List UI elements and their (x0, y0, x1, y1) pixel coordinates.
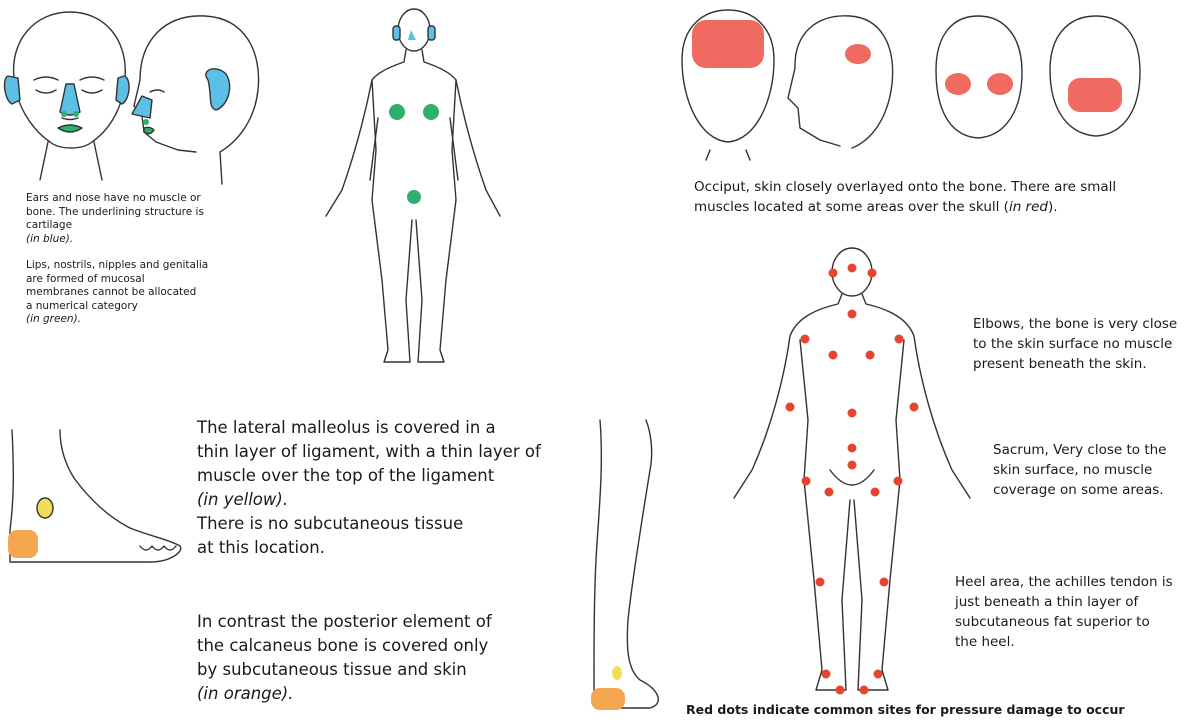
lateral-malleolus-yellow (37, 498, 53, 518)
occiput-back-red-right (987, 73, 1013, 95)
malleolus-line-3: muscle over the top of the ligament (197, 464, 541, 488)
occiput-side-red-area (845, 44, 871, 64)
calcaneus-orange-heel (591, 688, 625, 710)
front-lips (58, 125, 82, 132)
front-body-figure (326, 9, 500, 362)
nipple-left (389, 104, 405, 120)
occiput-head-back (1050, 16, 1140, 136)
ears-nose-line-3: cartilage (26, 219, 231, 233)
sacrum-note: Sacrum, Very close to the skin surface, … (993, 440, 1167, 500)
nipple-right (423, 104, 439, 120)
occiput-line-1: Occiput, skin closely overlayed onto the… (694, 177, 1116, 197)
heel-line-2: just beneath a thin layer of (955, 592, 1173, 612)
side-lips (144, 127, 154, 133)
front-body-ear-left (393, 26, 400, 40)
heel-line-4: the heel. (955, 632, 1173, 652)
mucosal-line-2: are formed of mucosal (26, 273, 231, 287)
heel-line-1: Heel area, the achilles tendon is (955, 572, 1173, 592)
side-ear-cartilage (206, 69, 230, 110)
achilles-yellow (612, 666, 622, 680)
mucosal-line-4: a numerical category (26, 300, 231, 314)
calcaneus-line-3: by subcutaneous tissue and skin (197, 658, 492, 682)
elbows-note: Elbows, the bone is very close to the sk… (973, 314, 1177, 374)
ears-nose-line-4: (in blue). (26, 233, 231, 247)
malleolus-line-2: thin layer of ligament, with a thin laye… (197, 440, 541, 464)
front-nostril-left (61, 111, 67, 117)
front-ear-left-cartilage (5, 76, 20, 104)
calcaneus-line-4: (in orange). (197, 682, 492, 706)
mucosal-line-5: (in green). (26, 313, 231, 327)
front-nostril-right (73, 111, 79, 117)
ears-nose-line-2: bone. The underlining structure is (26, 206, 231, 220)
occiput-line-2: muscles located at some areas over the s… (694, 197, 1116, 217)
calcaneus-line-2: the calcaneus bone is covered only (197, 634, 492, 658)
calcaneus-note: In contrast the posterior element of the… (197, 610, 492, 706)
occiput-line-2-prefix: muscles located at some areas over the s… (694, 199, 1009, 215)
front-nose-cartilage (60, 84, 80, 115)
occiput-back-red-left (945, 73, 971, 95)
heel-note: Heel area, the achilles tendon is just b… (955, 572, 1173, 652)
ears-nose-line-1: Ears and nose have no muscle or (26, 192, 231, 206)
occiput-front-red-area (692, 20, 764, 68)
malleolus-line-6: at this location. (197, 536, 541, 560)
leg-back-figure (594, 420, 658, 708)
sacrum-line-1: Sacrum, Very close to the (993, 440, 1167, 460)
calcaneus-orange-left (8, 530, 38, 558)
calcaneus-line-1: In contrast the posterior element of (197, 610, 492, 634)
malleolus-note: The lateral malleolus is covered in a th… (197, 416, 541, 560)
front-body-ear-right (428, 26, 435, 40)
heel-line-3: subcutaneous fat superior to (955, 612, 1173, 632)
occiput-head-side (788, 16, 893, 148)
pressure-dots (786, 264, 919, 695)
genitalia (407, 190, 421, 204)
front-ear-right-cartilage (116, 76, 129, 104)
sacrum-line-3: coverage on some areas. (993, 480, 1167, 500)
mucosal-line-1: Lips, nostrils, nipples and genitalia (26, 259, 231, 273)
side-nostril (143, 119, 149, 125)
occiput-back-red-area (1068, 78, 1122, 112)
malleolus-line-1: The lateral malleolus is covered in a (197, 416, 541, 440)
elbows-line-1: Elbows, the bone is very close (973, 314, 1177, 334)
front-body-nose (408, 30, 416, 40)
ears-nose-note: Ears and nose have no muscle or bone. Th… (26, 192, 231, 327)
malleolus-line-4: (in yellow). (197, 488, 541, 512)
elbows-line-3: present beneath the skin. (973, 354, 1177, 374)
caption: Red dots indicate common sites for press… (686, 702, 1125, 718)
occiput-note: Occiput, skin closely overlayed onto the… (694, 177, 1116, 217)
elbows-line-2: to the skin surface no muscle (973, 334, 1177, 354)
sacrum-line-2: skin surface, no muscle (993, 460, 1167, 480)
occiput-line-2-suffix: ). (1048, 199, 1058, 215)
mucosal-line-3: membranes cannot be allocated (26, 286, 231, 300)
malleolus-line-5: There is no subcutaneous tissue (197, 512, 541, 536)
occiput-line-2-italic: in red (1009, 199, 1048, 215)
